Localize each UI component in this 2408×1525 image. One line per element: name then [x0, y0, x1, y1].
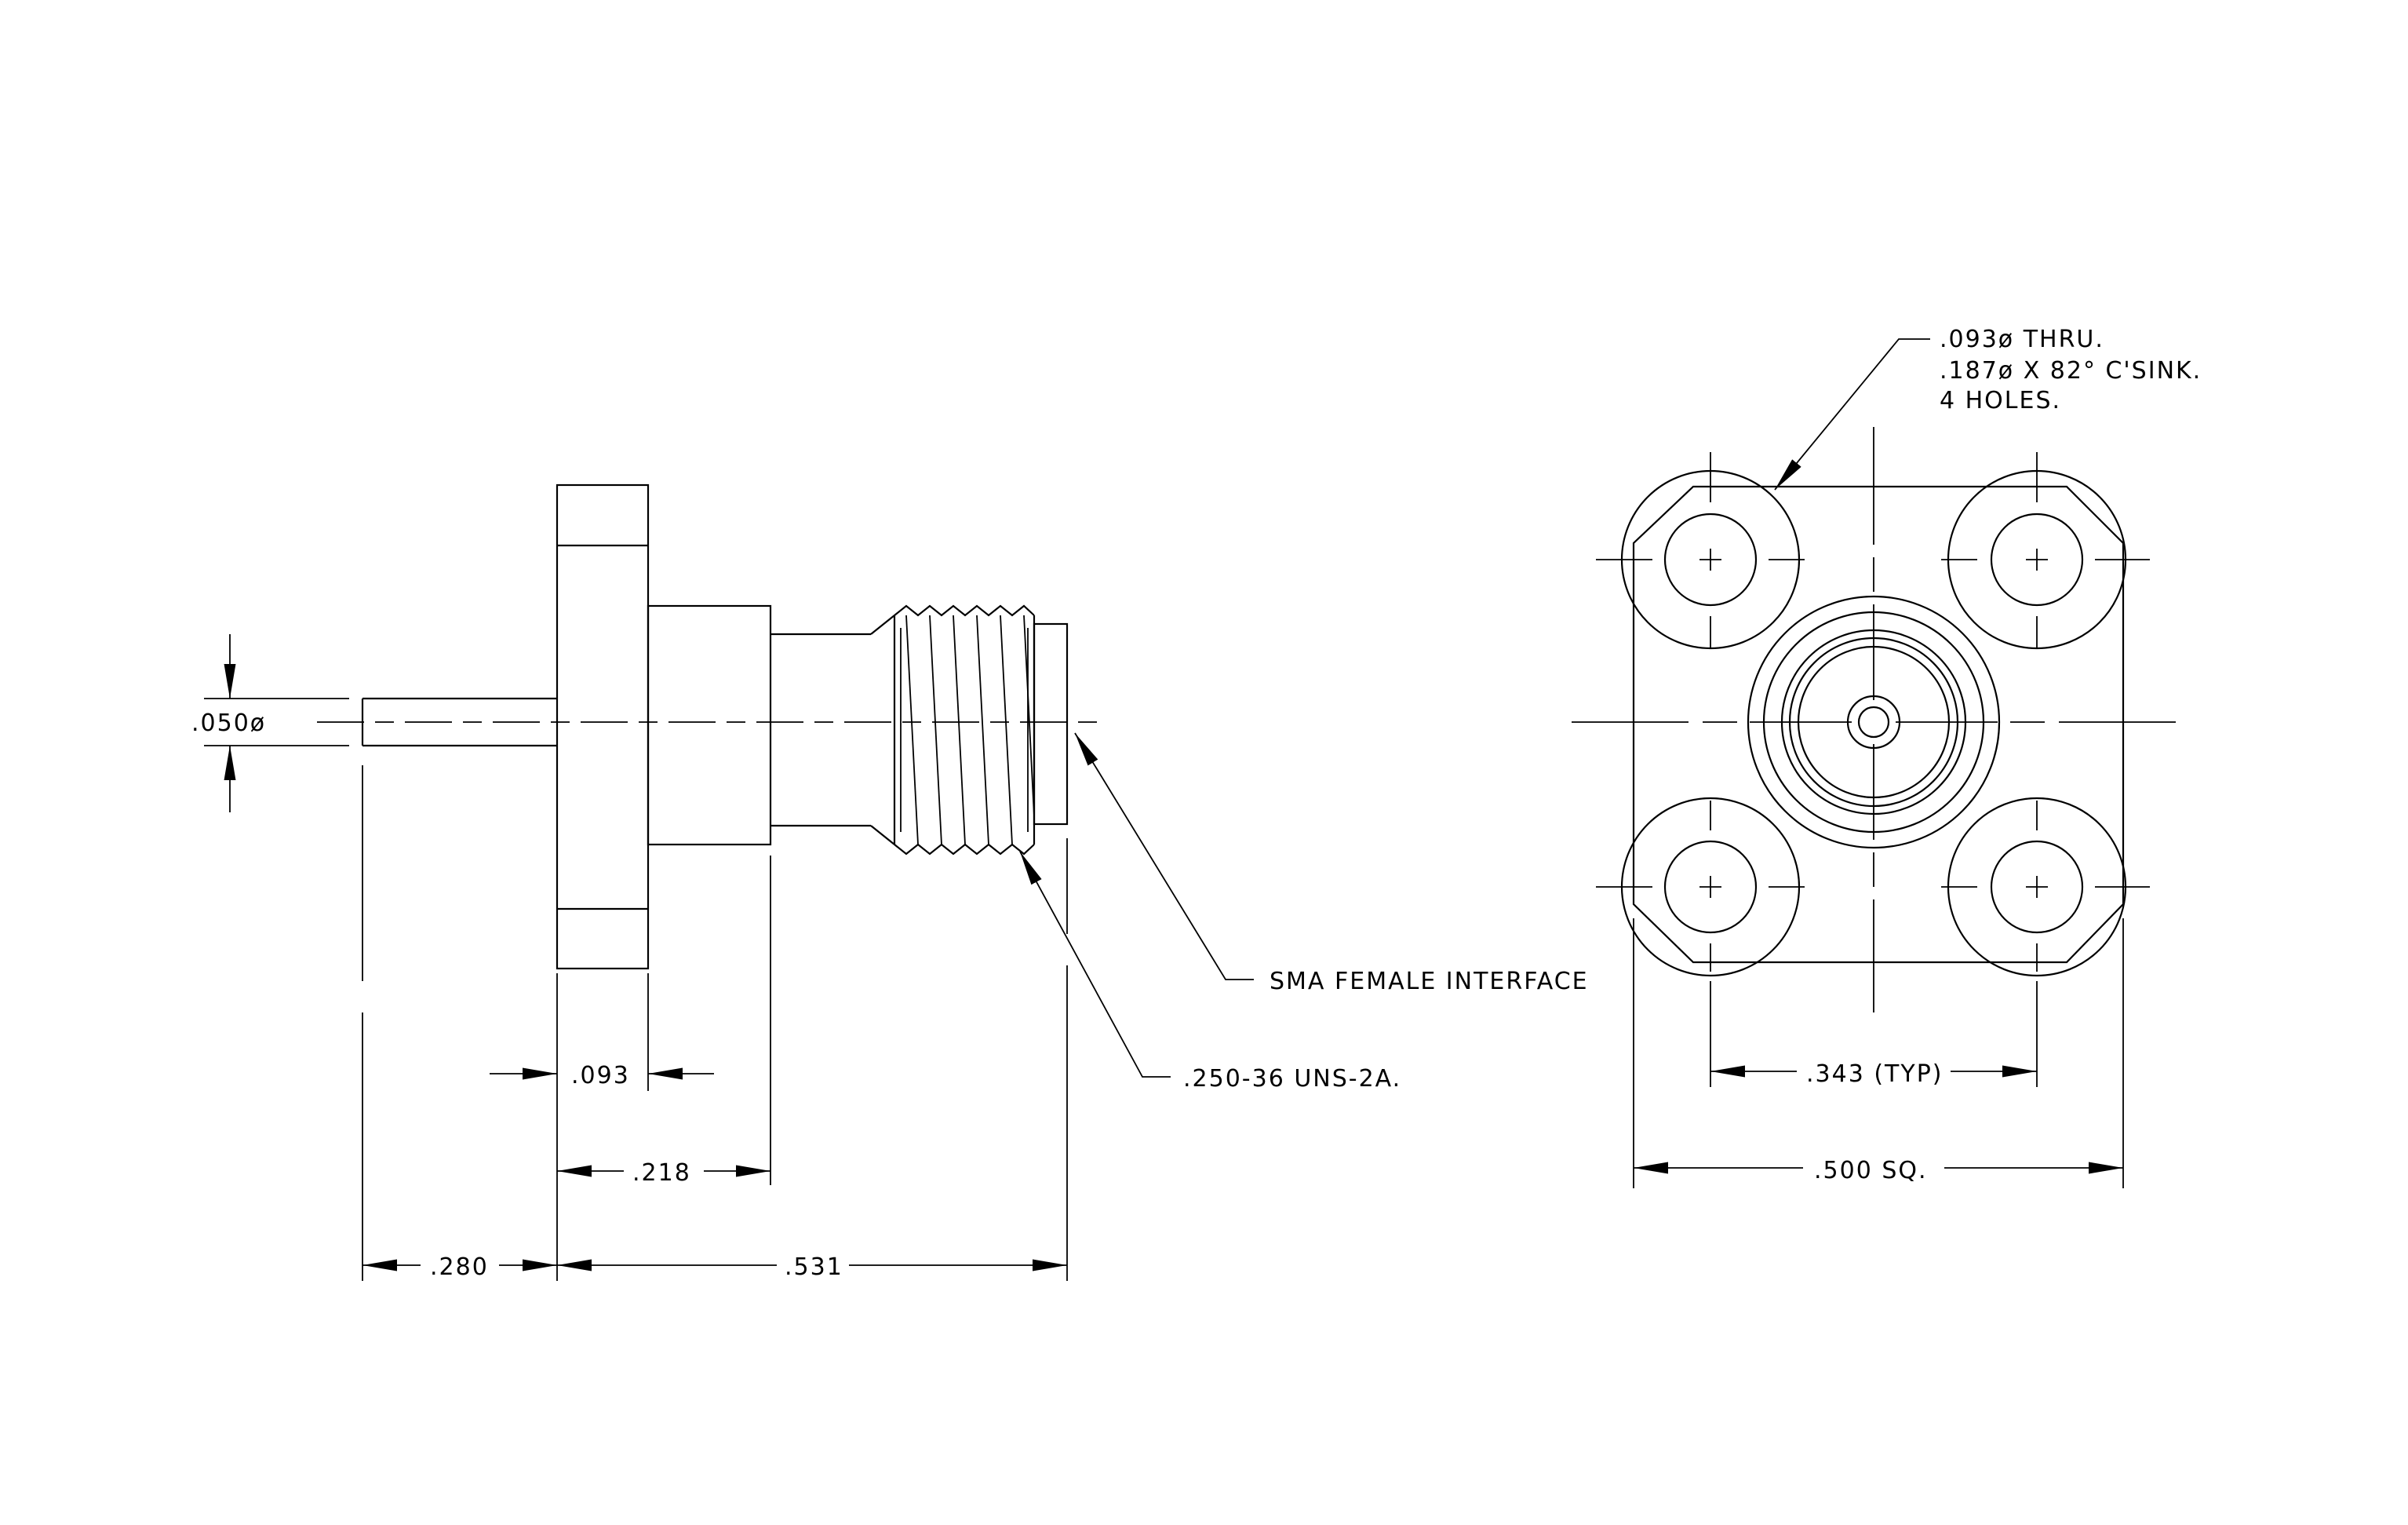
pin-diameter-dimension: .050ø [191, 634, 266, 812]
flange-size-label: .500 SQ. [1814, 1157, 1928, 1184]
overall-length-label: .531 [785, 1253, 843, 1281]
hole-center-marks [1596, 452, 2150, 972]
pin-diameter-label: .050ø [191, 710, 266, 737]
connector-body [647, 604, 772, 846]
hole-note-line-1: .093ø THRU. [1940, 326, 2104, 353]
extension-lines [204, 698, 1068, 1281]
flange-thickness-dimension: .093 [490, 1062, 714, 1089]
hole-note-leader: .093ø THRU. .187ø X 82° C'SINK. 4 HOLES. [1774, 326, 2202, 491]
connector-neck [770, 615, 895, 845]
front-extension-lines [1633, 918, 2124, 1188]
interface-leader: SMA FEMALE INTERFACE [1074, 732, 1589, 995]
front-view: .093ø THRU. .187ø X 82° C'SINK. 4 HOLES.… [1572, 326, 2202, 1188]
square-flange-outline [1632, 485, 2125, 964]
side-view: .050ø .093 .218 .280 .531 . [191, 483, 1589, 1281]
hole-spacing-dimension: .343 (TYP) [1710, 1060, 2037, 1088]
hole-spacing-label: .343 (TYP) [1806, 1060, 1943, 1088]
thread-leader: .250-36 UNS-2A. [1019, 851, 1401, 1093]
hole-note-line-3: 4 HOLES. [1940, 387, 2061, 414]
body-length-dimension: .218 [557, 1159, 770, 1187]
pin-length-dimension: .280 [362, 1253, 557, 1281]
overall-length-dimension: .531 [557, 1253, 1067, 1281]
threaded-section [893, 604, 1036, 856]
thread-note: .250-36 UNS-2A. [1183, 1065, 1401, 1093]
hole-note-line-2: .187ø X 82° C'SINK. [1940, 357, 2202, 385]
flange-size-dimension: .500 SQ. [1634, 1157, 2123, 1184]
pin-length-label: .280 [430, 1253, 489, 1281]
flange-thickness-label: .093 [571, 1062, 630, 1089]
interface-note: SMA FEMALE INTERFACE [1270, 968, 1589, 995]
interface-tip [1033, 622, 1069, 826]
body-length-label: .218 [632, 1159, 691, 1187]
flange [556, 483, 650, 970]
front-center-lines [1572, 427, 2176, 1012]
